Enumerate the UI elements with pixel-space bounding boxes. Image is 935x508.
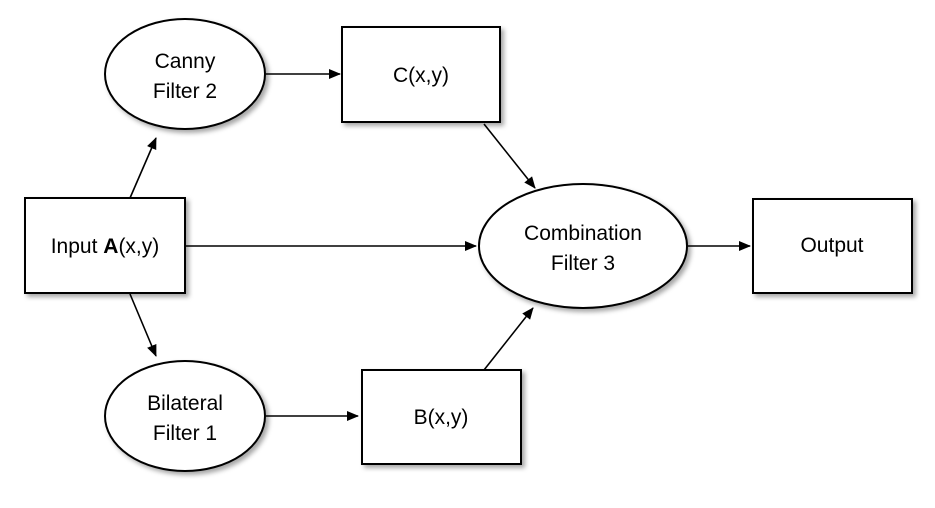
edge-c-to-combination [483,123,536,189]
edge-input-to-bilateral [129,293,157,357]
node-canny-filter: Canny Filter 2 [104,18,266,130]
b-box [361,369,522,465]
bilateral-filter-label-line2: Filter 1 [153,422,217,445]
node-output: Output [752,198,913,294]
combination-filter-label-line2: Filter 3 [551,252,615,275]
b-label: B(x,y) [414,406,469,429]
node-bilateral-filter: Bilateral Filter 1 [104,360,266,472]
input-box [24,197,186,294]
bilateral-filter-ellipse [104,360,266,472]
input-label-suffix: (x,y) [118,235,159,258]
input-label-prefix: Input [51,235,104,258]
input-label: Input A(x,y) [51,235,160,258]
bilateral-filter-label-line1: Bilateral [147,392,223,415]
node-b-output: B(x,y) [361,369,522,465]
edge-b-to-combination [483,307,534,371]
edge-input-to-canny [129,137,157,199]
combination-filter-label-line1: Combination [524,222,642,245]
node-combination-filter: Combination Filter 3 [478,183,688,309]
node-input: Input A(x,y) [24,197,186,294]
canny-filter-ellipse [104,18,266,130]
output-label: Output [800,234,863,257]
node-c-output: C(x,y) [341,26,501,123]
combination-filter-ellipse [478,183,688,309]
canny-filter-label-line2: Filter 2 [153,80,217,103]
c-box [341,26,501,123]
edges [129,69,751,421]
output-box [752,198,913,294]
input-label-variable: A [103,235,118,258]
c-label: C(x,y) [393,64,449,87]
canny-filter-label-line1: Canny [155,50,216,73]
